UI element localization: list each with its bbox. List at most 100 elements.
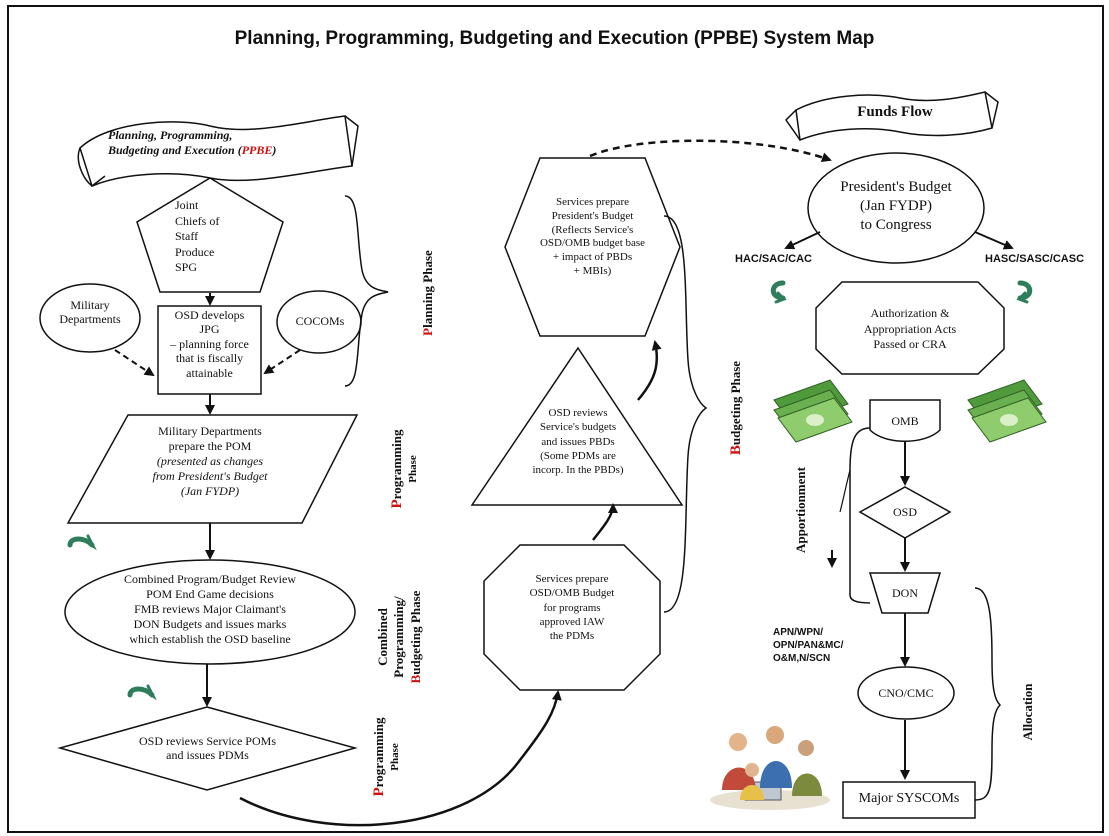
ppbe-banner [77, 115, 359, 188]
presidents-budget-ellipse [807, 152, 985, 264]
jcs-pentagon [136, 177, 284, 293]
services-pb-line: (Reflects Service's [551, 223, 634, 236]
money-stack-icon [773, 379, 853, 443]
prepare-pom-text: Military Departments prepare the POM (pr… [115, 424, 305, 499]
programming-initial: P [389, 499, 405, 509]
auth-line: Passed or CRA [873, 337, 947, 352]
auth-approp-octagon [815, 281, 1005, 375]
planning-phase-initial: P [420, 327, 435, 336]
pom-line: prepare the POM [168, 439, 252, 453]
planning-phase-label: Planning Phase [420, 223, 440, 363]
people-at-laptop-icon [710, 726, 830, 810]
jcs-line: Chiefs of [175, 213, 220, 228]
services-pb-hexagon [504, 157, 681, 337]
budgets-line: OSD reviews [548, 407, 608, 419]
auth-line: Appropriation Acts [863, 321, 957, 336]
don-trapezoid [868, 572, 942, 614]
services-pb-line: OSD/OMB budget base [539, 237, 646, 250]
pom-line-italic: (Jan FYDP) [180, 484, 240, 498]
major-syscoms-box [842, 781, 976, 819]
services-omb-text: Services prepare OSD/OMB Budget for prog… [494, 572, 650, 643]
presidents-budget-text: President's Budget (Jan FYDP) to Congres… [816, 178, 976, 234]
allocation-brace [974, 587, 1002, 801]
programming-rest: rogramming [389, 429, 404, 500]
combined-initial: B [407, 674, 423, 684]
cno-cmc-text: CNO/CMC [878, 686, 934, 700]
programming-phase-label-2: Programming Phase [370, 702, 404, 812]
major-syscoms-text: Major SYSCOMs [858, 791, 960, 806]
jcs-line: Staff [175, 229, 199, 244]
omb-budget-line: OSD/OMB Budget [529, 587, 615, 600]
apportionment-label: Apportionment [793, 467, 808, 553]
budgets-line: and issues PBDs [541, 435, 615, 448]
curved-green-arrow-icon [770, 280, 787, 304]
services-pb-text: Services prepare President's Budget (Ref… [505, 196, 680, 279]
combined-rest: udgeting Phase [407, 590, 423, 675]
pom-line-italic: (presented as changes [156, 454, 264, 468]
budgeting-phase-label: Budgeting Phase [728, 338, 748, 478]
services-pb-line: Services prepare [556, 196, 629, 208]
ppbe-banner-line2: Budgeting and Execution ( [108, 143, 242, 157]
apportionment-bracket [849, 427, 871, 604]
combined-line: which establish the OSD baseline [129, 632, 291, 646]
pom-line: Military Departments [158, 424, 262, 438]
osd-jpg-box [157, 305, 262, 395]
planning-brace [344, 195, 389, 387]
budgeting-rest: udgeting Phase [728, 360, 743, 446]
programming2-phase-word: Phase [388, 743, 401, 771]
approp-line: APN/WPN/ [773, 627, 823, 638]
curved-green-arrow-icon [67, 534, 97, 551]
omb-budget-line: for programs [543, 601, 601, 614]
osd-jpg-line: attainable [186, 365, 233, 380]
diagram-title: Planning, Programming, Budgeting and Exe… [234, 28, 875, 49]
poms-line: and issues PDMs [166, 748, 249, 763]
programming-phase-word: Phase [406, 455, 419, 483]
osd-jpg-line: that is fiscally [175, 351, 244, 366]
poms-line: OSD reviews Service POMs [139, 734, 276, 748]
budgeting-brace [663, 215, 708, 613]
combined-review-ellipse [64, 559, 356, 665]
osd-jpg-text: OSD develops JPG – planning force that i… [158, 308, 261, 380]
budgets-line: (Some PDMs are [540, 449, 616, 462]
omb-budget-line: Services prepare [535, 573, 609, 585]
funds-flow-banner [785, 91, 999, 142]
jcs-line: SPG [175, 260, 198, 275]
ppbe-banner-line1: Planning, Programming, [108, 128, 233, 142]
curved-green-arrow-icon [127, 684, 157, 701]
mil-dept-line: Departments [59, 312, 121, 327]
pb-line: President's Budget [840, 179, 952, 195]
services-pb-line: + MBIs) [573, 264, 612, 277]
approp-line: OPN/PAN&MC/ [773, 640, 844, 651]
osd-reviews-budgets-triangle [470, 346, 684, 506]
osd-reviews-poms-text: OSD reviews Service POMs and issues PDMs [105, 734, 310, 763]
hasc-sasc-casc-label: HASC/SASC/CASC [985, 253, 1085, 265]
osd-reviews-poms-diamond [57, 706, 358, 791]
ppbe-banner-text: Planning, Programming, Budgeting and Exe… [108, 128, 348, 158]
omb-text: OMB [891, 414, 919, 428]
planning-phase-rest: lanning Phase [420, 250, 435, 328]
curved-green-arrow-icon [1016, 280, 1033, 304]
pb-line: (Jan FYDP) [859, 197, 933, 214]
allocation-label: Allocation [1020, 683, 1035, 741]
hac-sac-cac-label: HAC/SAC/CAC [735, 253, 812, 265]
combined-line: POM End Game decisions [146, 587, 274, 601]
appropriations-label: APN/WPN/ OPN/PAN&MC/ O&M,N/SCN [773, 626, 873, 665]
osd-jpg-line: – planning force [170, 336, 249, 351]
budgets-line: Service's budgets [539, 421, 617, 434]
osd-jpg-line: JPG [199, 322, 220, 337]
omb-budget-line: approved IAW [539, 615, 605, 628]
osd-reviews-budgets-text: OSD reviews Service's budgets and issues… [508, 406, 648, 477]
programming-phase-label-1: Programming Phase [388, 414, 422, 524]
military-departments-text: Military Departments [45, 298, 135, 327]
services-pb-line: + impact of PBDs [552, 251, 633, 263]
programming2-rest: rogramming [371, 717, 386, 788]
mil-dept-line: Military [70, 298, 110, 312]
auth-approp-text: Authorization & Appropriation Acts Passe… [816, 306, 1004, 353]
prepare-pom-parallelogram [66, 414, 359, 524]
combined-line: DON Budgets and issues marks [133, 617, 287, 631]
programming2-initial: P [371, 787, 387, 797]
combined-review-text: Combined Program/Budget Review POM End G… [80, 572, 340, 647]
osd-jpg-line: OSD develops [174, 308, 245, 322]
military-departments-ellipse [39, 283, 141, 353]
